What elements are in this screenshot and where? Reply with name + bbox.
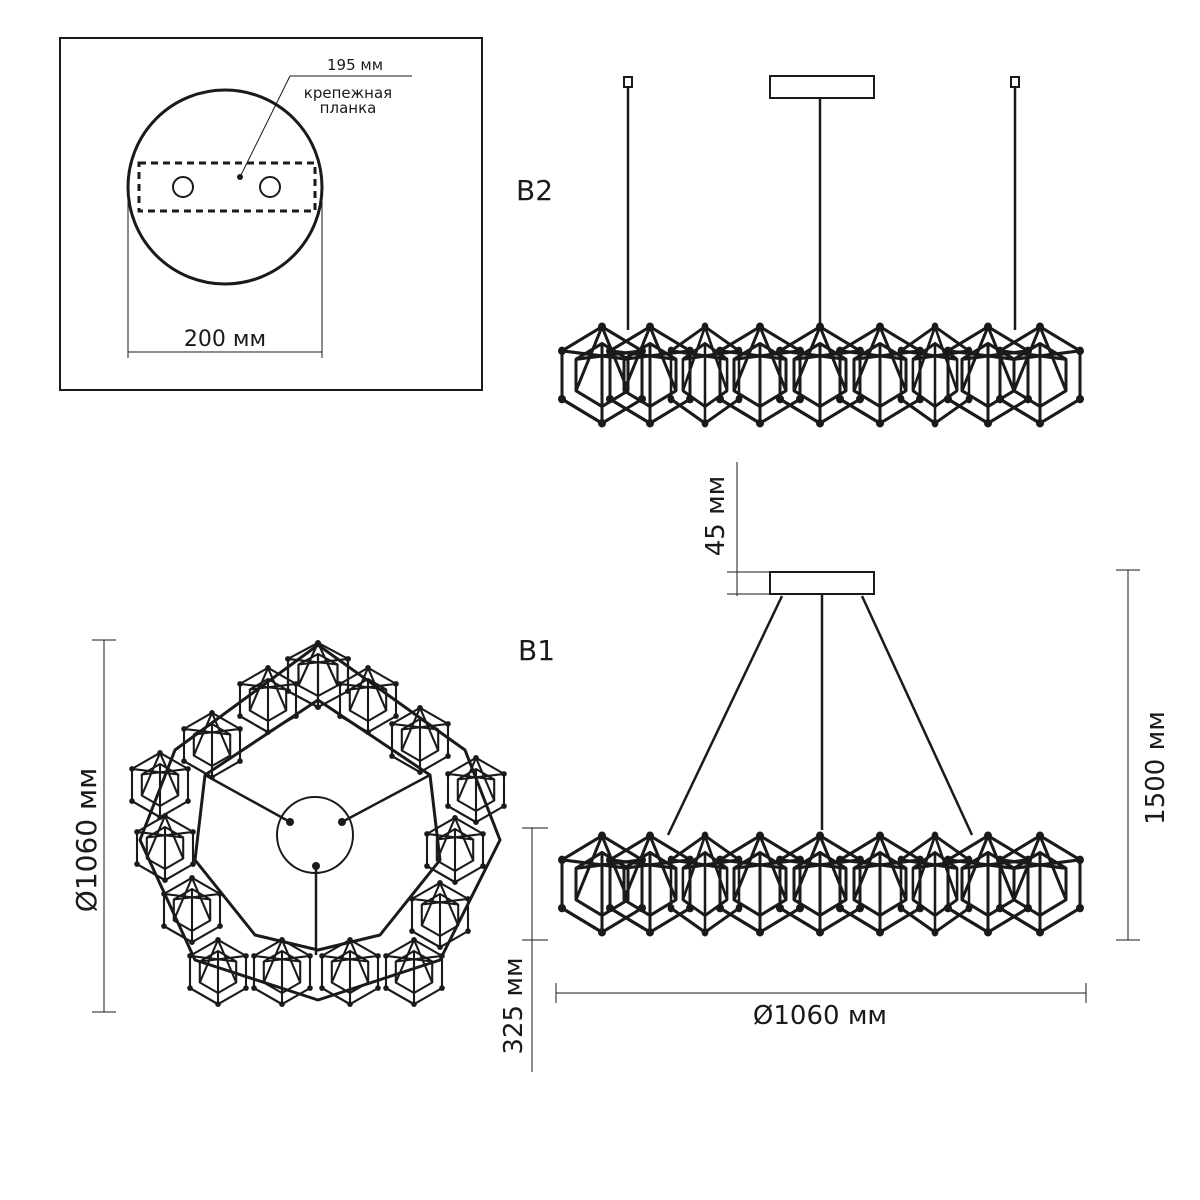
b2-lattice-ring (558, 323, 1084, 428)
top-view-arm-left (204, 773, 291, 824)
dim-slot-label: 195 мм (327, 56, 383, 74)
variant-b2-label: B2 (516, 174, 553, 207)
canopy-plate (126, 88, 324, 286)
b1-canopy (769, 571, 875, 595)
top-diameter-label: Ø1060 мм (70, 768, 103, 912)
mounting-bracket (137, 161, 317, 213)
total-height-label: 1500 мм (1141, 711, 1171, 825)
variant-b1-label: B1 (518, 634, 555, 667)
ring-height-label: 325 мм (499, 957, 529, 1054)
canopy-height-dimension: 45 мм (701, 462, 770, 596)
side-diameter-dimension: Ø1060 мм (555, 983, 1087, 1031)
inset-frame (59, 37, 483, 391)
total-height-dimension: 1500 мм (1116, 569, 1171, 941)
canopy-height-label: 45 мм (701, 476, 731, 557)
variant-b1-side-view: B1 (518, 571, 1084, 937)
top-view-arm-right (341, 773, 431, 824)
bracket-label-line2: планка (320, 99, 377, 117)
top-view-canopy (276, 796, 354, 874)
b1-right-cable (860, 595, 974, 836)
dim-plate-label: 200 мм (184, 327, 266, 352)
screw-hole-right (259, 176, 281, 198)
ring-outline-inner (193, 698, 442, 952)
b2-right-anchor (1010, 76, 1020, 88)
bracket-leader (239, 75, 291, 178)
screw-hole-left (172, 176, 194, 198)
variant-b2-side-view: B2 (516, 75, 1084, 428)
b1-lattice-ring (558, 832, 1084, 937)
top-view: Ø1060 мм (70, 638, 508, 1013)
b1-left-cable (666, 595, 784, 836)
b2-canopy (769, 75, 875, 99)
b2-left-anchor (623, 76, 633, 88)
mounting-plate-inset: 195 мм крепежная планка 200 мм (59, 37, 483, 391)
bracket-label-line1: крепежная (304, 84, 392, 102)
ring-height-dimension: 325 мм (499, 827, 548, 1072)
side-diameter-label: Ø1060 мм (753, 1001, 887, 1031)
